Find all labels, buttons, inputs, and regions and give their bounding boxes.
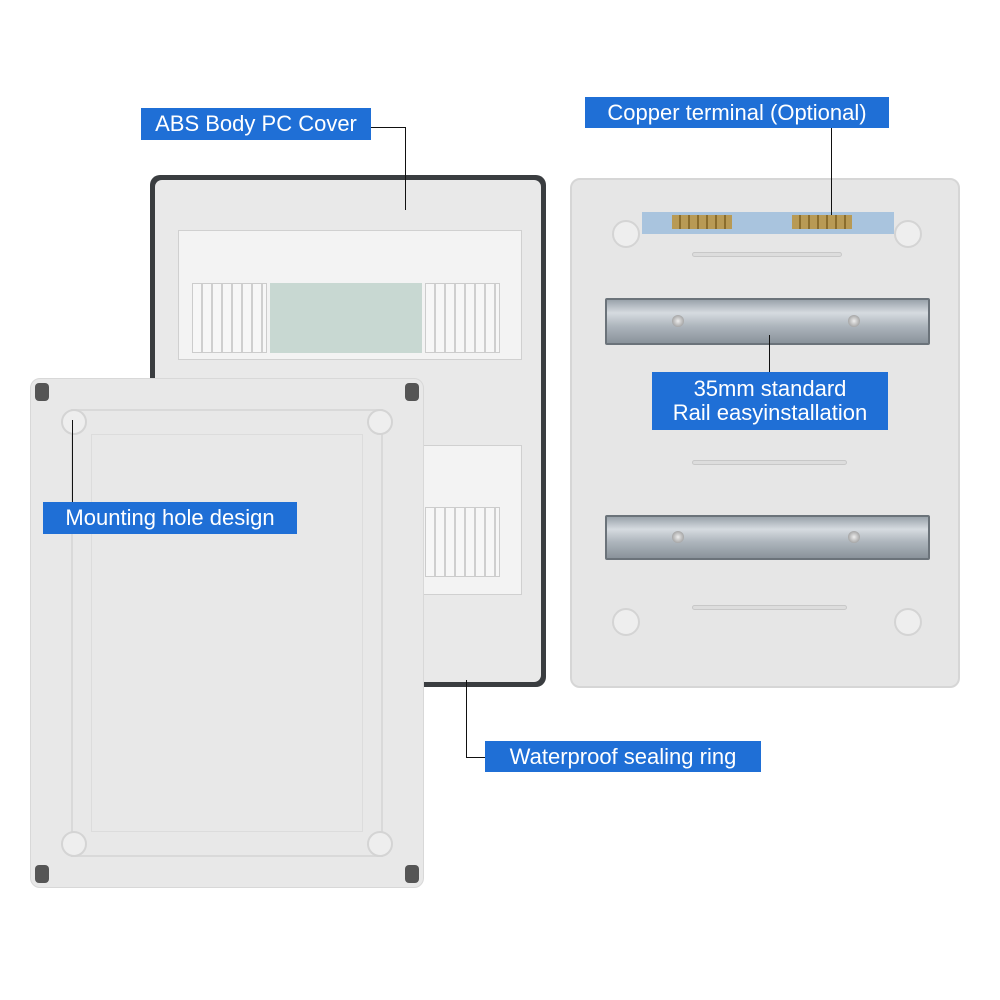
din-rail-top <box>605 298 930 345</box>
slot <box>692 460 847 465</box>
rail-label: 35mm standard Rail easyinstallation <box>652 372 888 430</box>
copper-terminal-bar <box>642 212 894 234</box>
front-lid <box>30 378 424 888</box>
mounting-post <box>612 608 640 636</box>
vent-bottom <box>425 507 500 577</box>
slot <box>692 252 842 257</box>
mounting-hole <box>367 409 393 435</box>
mounting-hole <box>61 831 87 857</box>
mounting-post <box>612 220 640 248</box>
screw-icon <box>672 531 684 543</box>
transparent-window <box>270 283 422 353</box>
sealing-ring-label: Waterproof sealing ring <box>485 741 761 772</box>
mounting-post <box>894 608 922 636</box>
mounting-hole <box>61 409 87 435</box>
rail-label-line1: 35mm standard <box>693 376 847 401</box>
screw-icon <box>848 531 860 543</box>
vent-left <box>192 283 267 353</box>
screw-icon <box>672 315 684 327</box>
open-enclosure <box>570 178 960 688</box>
vent-right <box>425 283 500 353</box>
rail-label-line2: Rail easyinstallation <box>672 400 868 425</box>
mounting-hole-label: Mounting hole design <box>43 502 297 534</box>
mounting-hole <box>367 831 393 857</box>
slot <box>692 605 847 610</box>
din-rail-bottom <box>605 515 930 560</box>
mounting-post <box>894 220 922 248</box>
screw-icon <box>848 315 860 327</box>
abs-body-label: ABS Body PC Cover <box>141 108 371 140</box>
copper-terminal-label: Copper terminal (Optional) <box>585 97 889 128</box>
